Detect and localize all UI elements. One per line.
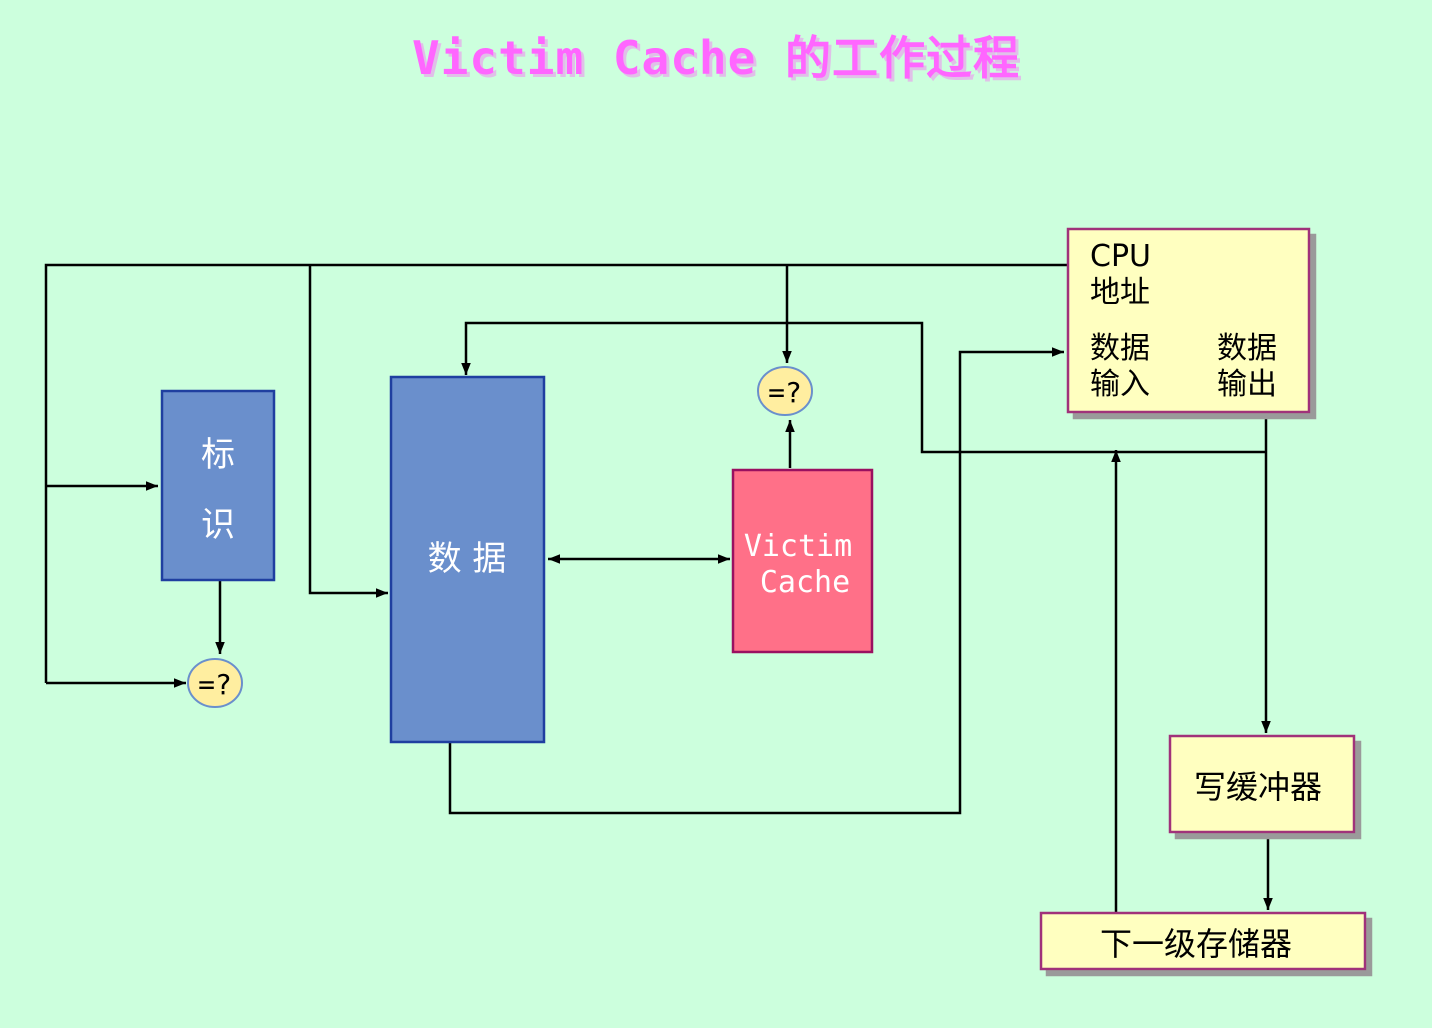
data-to-cpu-in-arrow [448, 347, 1064, 815]
next-level-block [1039, 911, 1367, 971]
data-out-label-1: 数据 [1217, 331, 1277, 366]
data-block-box [389, 375, 546, 744]
connection-lines [44, 263, 1273, 912]
cpu-box [1066, 227, 1311, 414]
victim-label-1: Victim [744, 529, 852, 564]
write-buffer-box [1168, 734, 1356, 834]
write-buffer-block [1168, 734, 1356, 834]
next-level-box [1039, 911, 1367, 971]
victim-compare-label: =? [768, 376, 802, 409]
tag-block: 标 识 [160, 389, 276, 582]
address-bus-line [44, 263, 1068, 683]
cpu-block [1066, 227, 1311, 414]
data-in-label-1: 数据 [1090, 331, 1150, 366]
address-to-data-arrow [308, 265, 388, 598]
cpu-out-to-data-line [461, 321, 1266, 454]
data-block: 数 据 [389, 375, 546, 744]
victim-comparator: =? [757, 366, 813, 416]
data-out-label-2: 输出 [1217, 367, 1277, 402]
tag-label-2: 识 [201, 505, 235, 545]
cpu-labels: CPU 地址 数据 输入 数据 输出 [1090, 239, 1277, 402]
write-buffer-label: 写缓冲器 [1194, 768, 1322, 806]
victim-label-2: Cache [760, 565, 850, 600]
next-level-label: 下一级存储器 [1100, 925, 1292, 963]
tag-label-1: 标 [201, 435, 235, 475]
cpu-label: CPU [1090, 239, 1151, 274]
data-label: 数 据 [428, 539, 507, 579]
victim-cache-block: Victim Cache [731, 468, 874, 654]
victim-cache-box [731, 468, 874, 654]
tag-block-box [160, 389, 276, 582]
tag-compare-label: =? [198, 668, 232, 701]
tag-comparator: =? [187, 658, 243, 708]
cpu-address-label: 地址 [1090, 275, 1150, 310]
data-in-label-2: 输入 [1090, 367, 1150, 402]
page-title: Victim Cache 的工作过程 [411, 31, 1021, 85]
